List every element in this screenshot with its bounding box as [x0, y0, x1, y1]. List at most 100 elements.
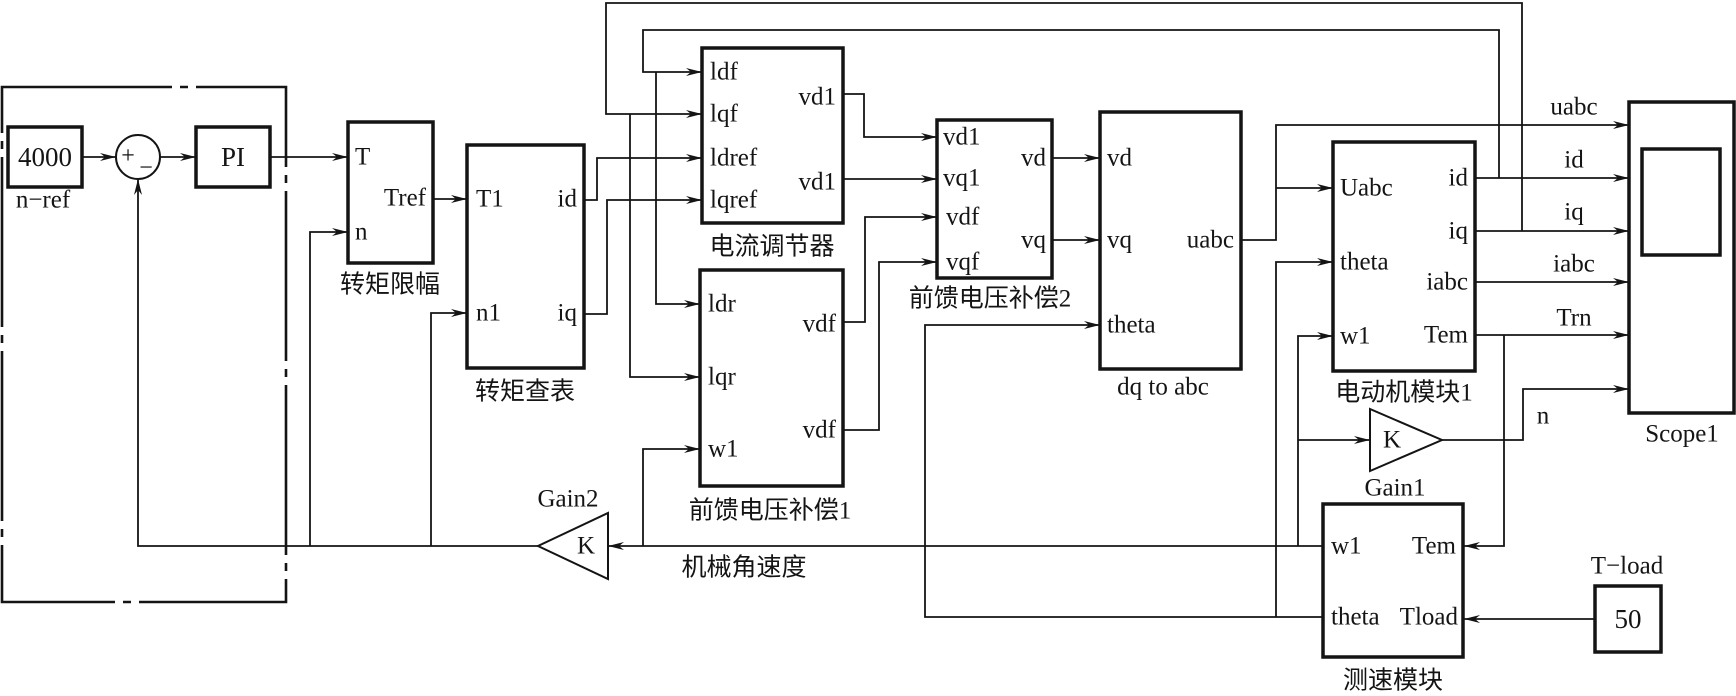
- current-regulator-box: [700, 46, 845, 225]
- wire-theta-to-motor: [1275, 258, 1333, 617]
- port-n: n: [355, 219, 368, 246]
- port-Tref: Tref: [384, 185, 427, 212]
- block-gain2: K Gain2: [535, 486, 609, 581]
- port-lqf: lqf: [710, 101, 738, 128]
- port-w1-motor: w1: [1340, 323, 1371, 350]
- wire-ldf-to-ldr: [655, 72, 700, 308]
- wire-lqf-to-lqr: [629, 114, 700, 381]
- port-lqr: lqr: [708, 364, 736, 391]
- block-pi: PI: [194, 125, 272, 189]
- gain2-title: Gain2: [537, 486, 598, 513]
- wire-vdf-to-ff2-vqf: [843, 258, 937, 431]
- port-vdf-lower: vdf: [803, 417, 837, 444]
- speed-measure-box: [1321, 502, 1465, 659]
- scope-box: [1627, 100, 1736, 415]
- gain1-symbol: K: [1383, 427, 1401, 454]
- motor-box: [1331, 140, 1477, 373]
- block-torque-lookup: T1 n1 id iq 转矩查表: [465, 143, 586, 406]
- gain2-triangle: [535, 511, 609, 581]
- gain2-symbol: K: [577, 533, 595, 560]
- signal-label-iq: iq: [1564, 199, 1584, 226]
- port-theta-speed: theta: [1331, 604, 1380, 631]
- port-vqf: vqf: [946, 249, 980, 276]
- torque-lookup-box: [465, 143, 586, 370]
- current-regulator-title: 电流调节器: [709, 233, 834, 261]
- wire-speed-to-lookup-n1: [430, 309, 467, 546]
- port-vq1: vq1: [943, 165, 981, 192]
- port-T: T: [355, 144, 370, 171]
- port-w1-speed: w1: [1331, 533, 1362, 560]
- block-speed-measure: w1 theta Tem Tload 测速模块: [1321, 502, 1465, 695]
- t-load-value: 50: [1615, 604, 1642, 634]
- wire-tem-to-speed: [1464, 335, 1505, 550]
- constant-box: [6, 125, 84, 189]
- port-id: id: [558, 186, 578, 213]
- t-load-box: [1593, 584, 1663, 654]
- port-Uabc: Uabc: [1340, 175, 1393, 202]
- sum-minus-sign: −: [139, 155, 153, 181]
- torque-lookup-title: 转矩查表: [475, 378, 575, 406]
- port-iq-motor: iq: [1449, 218, 1469, 245]
- wire-speed-to-limiter-n: [309, 228, 348, 546]
- port-ldref: ldref: [710, 145, 758, 172]
- port-ldf: ldf: [710, 59, 738, 86]
- wire-vd1-to-ff2-vd1: [843, 93, 937, 141]
- scope-signal-labels: uabc id iq iabc Trn n: [1537, 94, 1598, 430]
- port-Tem-speed: Tem: [1412, 533, 1457, 560]
- port-vq-in: vq: [1107, 227, 1133, 254]
- port-vdf: vdf: [946, 204, 980, 231]
- port-iabc-motor: iabc: [1426, 269, 1468, 296]
- block-n-ref: 4000 n−ref: [6, 125, 84, 214]
- block-feedforward-2: vd1 vq1 vdf vqf vd vq 前馈电压补偿2: [909, 118, 1072, 313]
- pi-label: PI: [221, 142, 245, 172]
- port-vd1-lower: vd1: [799, 169, 837, 196]
- gain1-triangle: [1369, 407, 1445, 473]
- feedforward-1-title: 前馈电压补偿1: [689, 497, 852, 525]
- block-sum: + −: [115, 134, 161, 181]
- gain1-title: Gain1: [1364, 475, 1425, 502]
- port-Tload-speed: Tload: [1400, 604, 1459, 631]
- signal-label-uabc: uabc: [1550, 94, 1597, 121]
- scope-screen-icon: [1640, 147, 1722, 257]
- block-motor: Uabc theta w1 id iq iabc Tem 电动机模块1: [1331, 140, 1477, 407]
- port-vd: vd: [1021, 145, 1047, 172]
- feedforward-1-box: [698, 268, 845, 488]
- wires: [82, 2, 1629, 623]
- block-scope: Scope1: [1627, 100, 1736, 448]
- wire-motor-id-to-ldf: [642, 29, 1500, 178]
- port-lqref: lqref: [710, 187, 758, 214]
- port-vd1-upper: vd1: [799, 84, 837, 111]
- block-torque-limiter: T n Tref 转矩限幅: [340, 120, 440, 299]
- wire-iq-to-lqref: [584, 196, 702, 315]
- port-vd1: vd1: [943, 124, 981, 151]
- feedforward-2-title: 前馈电压补偿2: [909, 285, 1072, 313]
- speed-loop-frame: [0, 85, 288, 604]
- wire-vdf-to-ff2-vdf: [843, 213, 937, 323]
- torque-limiter-box: [346, 120, 435, 265]
- wire-motor-iq-to-lqf: [605, 2, 1523, 231]
- block-t-load: 50 T−load: [1591, 553, 1664, 654]
- signal-label-id: id: [1564, 147, 1584, 174]
- port-uabc-out: uabc: [1187, 227, 1234, 254]
- port-w1: w1: [708, 436, 739, 463]
- port-ldr: ldr: [708, 291, 736, 318]
- port-n1: n1: [476, 300, 501, 327]
- port-vd-in: vd: [1107, 145, 1133, 172]
- motor-title: 电动机模块1: [1335, 379, 1473, 407]
- block-dq-to-abc: vd vq theta uabc dq to abc: [1098, 110, 1243, 401]
- torque-limiter-title: 转矩限幅: [340, 271, 440, 299]
- port-theta: theta: [1340, 249, 1389, 276]
- port-theta-in: theta: [1107, 312, 1156, 339]
- signal-label-n: n: [1537, 403, 1550, 430]
- pi-box: [194, 125, 272, 189]
- wire-uabc-to-scope: [1241, 121, 1629, 241]
- port-vdf-upper: vdf: [803, 311, 837, 338]
- wire-w1-to-ff1: [642, 445, 700, 546]
- wire-w1-to-motor: [1297, 332, 1333, 546]
- scope-title: Scope1: [1645, 421, 1719, 448]
- block-gain1: K Gain1: [1364, 407, 1445, 502]
- port-vq: vq: [1021, 227, 1047, 254]
- signal-label-iabc: iabc: [1553, 251, 1595, 278]
- wire-gain2-to-sum: [134, 179, 538, 547]
- sum-plus-sign: +: [121, 143, 135, 169]
